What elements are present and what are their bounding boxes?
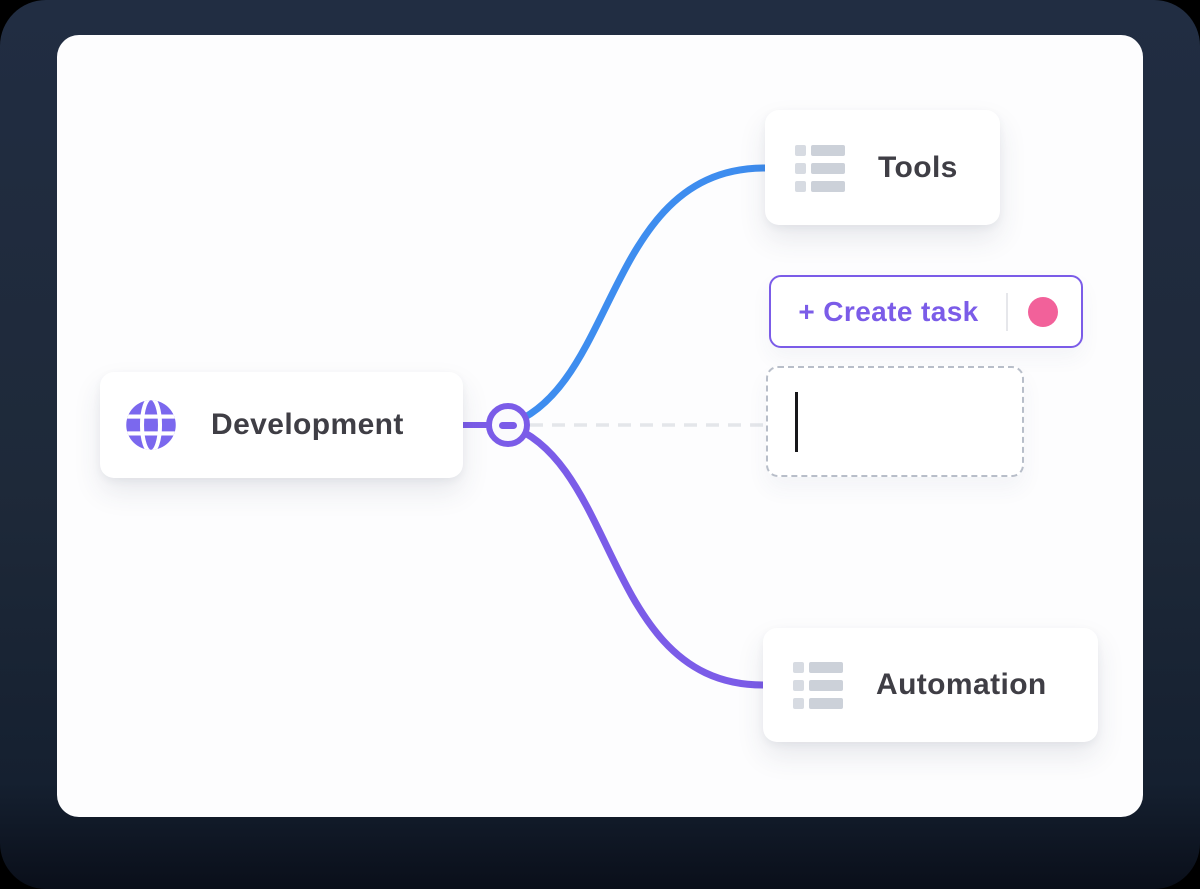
collapse-toggle-button[interactable] bbox=[486, 403, 530, 447]
minus-icon bbox=[499, 421, 517, 429]
create-task-button[interactable]: + Create task bbox=[769, 275, 1083, 348]
node-development[interactable]: Development bbox=[100, 372, 463, 478]
status-dot-icon[interactable] bbox=[1028, 296, 1058, 327]
button-divider bbox=[1006, 292, 1008, 331]
new-node-input[interactable] bbox=[766, 366, 1024, 477]
connector-automation bbox=[504, 421, 767, 689]
connector-tools bbox=[504, 164, 769, 429]
globe-icon bbox=[126, 400, 176, 450]
node-tools-label: Tools bbox=[878, 150, 958, 184]
connector-lines bbox=[460, 164, 769, 689]
node-tools[interactable]: Tools bbox=[765, 110, 1000, 225]
list-icon bbox=[795, 144, 845, 192]
list-icon bbox=[793, 662, 843, 709]
text-cursor bbox=[795, 392, 798, 452]
node-development-label: Development bbox=[211, 408, 404, 441]
node-automation-label: Automation bbox=[876, 668, 1047, 701]
node-automation[interactable]: Automation bbox=[763, 628, 1098, 742]
mindmap-canvas[interactable]: Development Tools bbox=[57, 35, 1143, 817]
create-task-label: + Create task bbox=[798, 295, 979, 327]
